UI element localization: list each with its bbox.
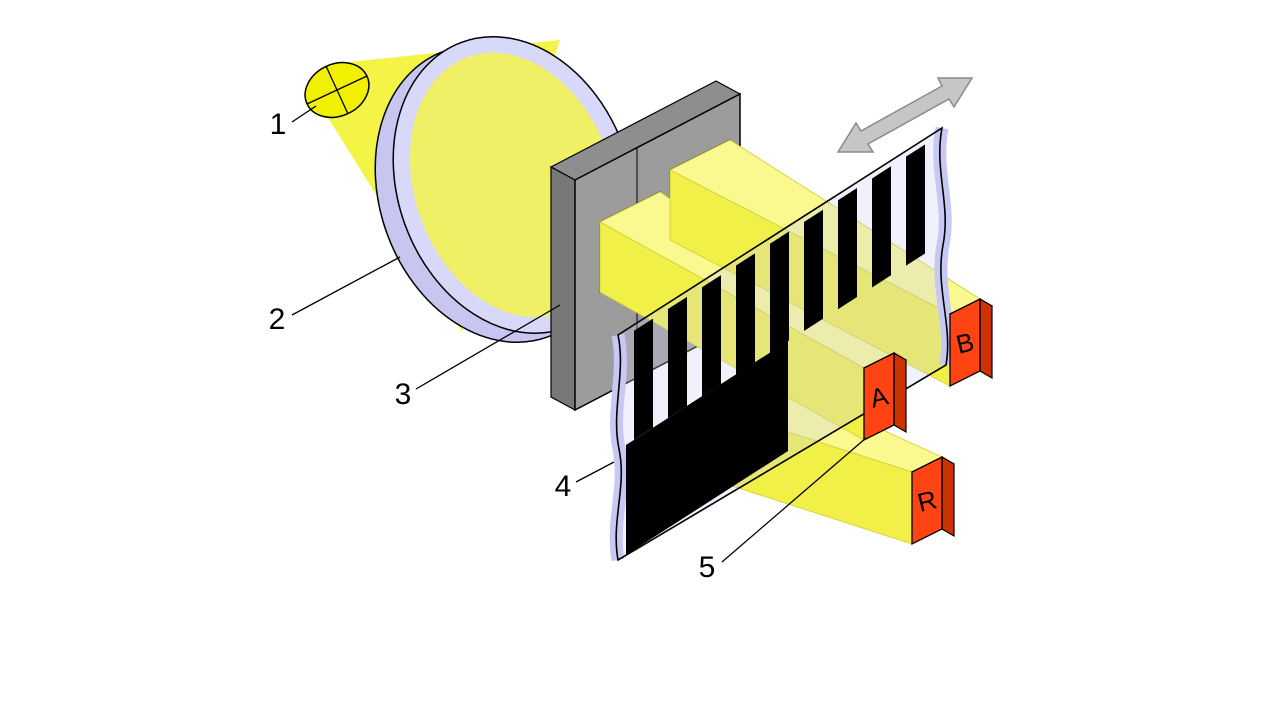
scale-stripe xyxy=(838,188,857,310)
detector-b-side-face xyxy=(979,297,993,380)
callout-lines xyxy=(291,105,867,563)
callout-number-5: 5 xyxy=(699,551,716,584)
scale-stripe xyxy=(634,318,653,440)
scale-stripe xyxy=(770,231,789,353)
detector-r-side-face xyxy=(941,455,955,538)
scale-outline xyxy=(615,126,949,562)
callout-line-1 xyxy=(291,105,317,123)
scale-stripes xyxy=(634,144,925,440)
light-source xyxy=(304,61,370,119)
motion-arrow xyxy=(836,77,974,153)
scale-stripe xyxy=(804,209,823,331)
detector-r: R xyxy=(910,455,956,546)
scale-stripe xyxy=(736,253,755,375)
detector-b: B xyxy=(948,297,994,388)
callout-numbers: 1 2 3 4 5 xyxy=(269,108,716,584)
callout-line-4 xyxy=(575,461,615,483)
scale-stripe xyxy=(702,275,721,397)
scale-stripe xyxy=(872,166,891,288)
callout-line-3 xyxy=(415,304,561,390)
detector-a-side-face xyxy=(893,351,907,434)
callout-number-2: 2 xyxy=(269,303,286,336)
coded-scale xyxy=(609,126,955,562)
scale-stripe xyxy=(906,144,925,266)
callout-line-2 xyxy=(291,256,401,316)
detector-a-front-face xyxy=(863,351,895,442)
callout-number-3: 3 xyxy=(395,378,412,411)
scale-opaque-band xyxy=(626,341,788,555)
detector-a: A xyxy=(862,351,908,442)
detector-b-front-face xyxy=(949,297,981,388)
callout-number-1: 1 xyxy=(270,108,287,141)
callout-line-5 xyxy=(721,437,867,563)
detector-r-front-face xyxy=(911,455,943,546)
scale-stripe xyxy=(668,296,687,418)
lamp-cross-line xyxy=(325,65,349,115)
mask-left-face xyxy=(550,165,576,412)
callout-number-4: 4 xyxy=(555,470,572,503)
